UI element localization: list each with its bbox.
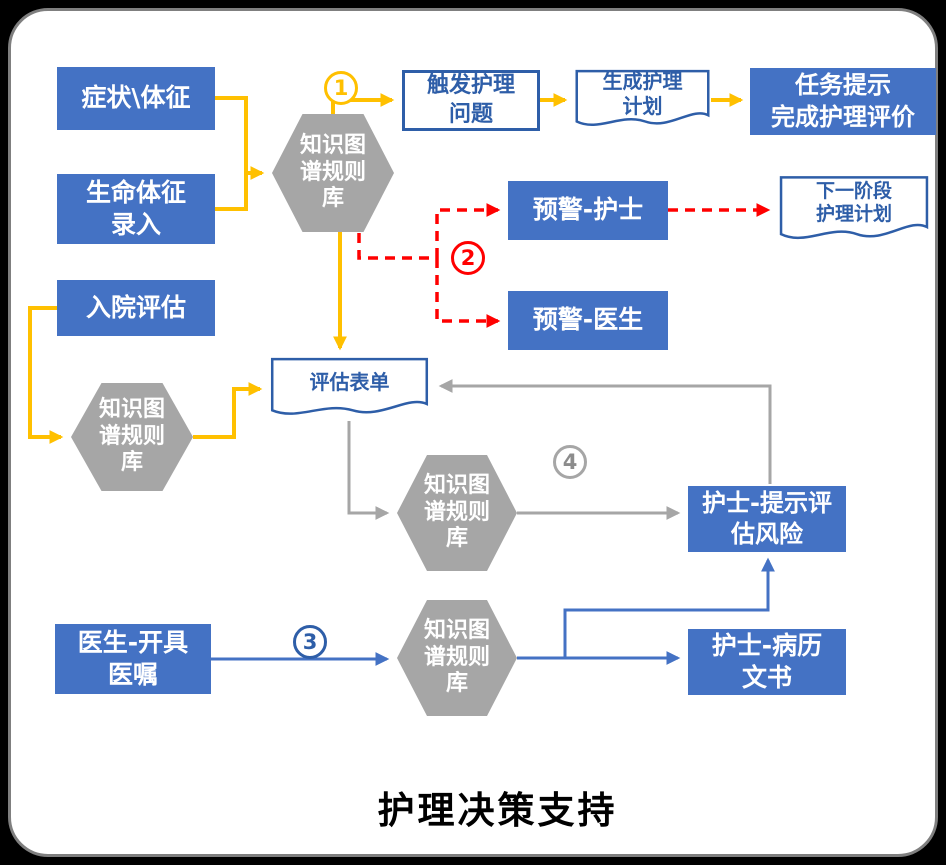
node-admission-assessment-label: 入院评估	[85, 292, 186, 322]
arrow-branch-to-nurse-risk	[563, 557, 775, 658]
doc-generate-plan-label: 生成护理 计划	[602, 69, 683, 119]
node-warn-nurse-label: 预警-护士	[532, 195, 644, 225]
node-symptoms: 症状\体征	[57, 67, 215, 130]
diagram-title: 护理决策支持	[230, 772, 765, 842]
step-badge-1: 1	[324, 71, 358, 105]
doc-next-stage-plan: 下一阶段 护理计划	[778, 175, 930, 246]
step-badge-2-number: 2	[460, 246, 476, 270]
node-warn-doctor-label: 预警-医生	[532, 305, 644, 335]
dashed-branch-to-warn-nurse	[435, 203, 501, 258]
arrow-kg-b-to-assess-form	[193, 382, 263, 439]
doc-assessment-form-label: 评估表单	[309, 370, 390, 395]
dashed-kg-a-to-branch	[357, 233, 437, 260]
node-trigger-problem: 触发护理 问题	[402, 70, 540, 131]
node-warn-doctor: 预警-医生	[508, 291, 668, 350]
hexagon-kg-b-label: 知识图 谱规则 库	[98, 397, 165, 476]
document-shape-icon	[269, 357, 430, 421]
node-doctor-order-label: 医生-开具 医嘱	[77, 627, 189, 690]
node-symptoms-label: 症状\体征	[81, 83, 191, 113]
doc-next-stage-plan-label: 下一阶段 护理计划	[815, 179, 892, 226]
diagram-title-text: 护理决策支持	[377, 789, 618, 832]
step-badge-4-number: 4	[562, 450, 578, 474]
arrow-nurse-risk-to-assess-form	[438, 379, 772, 484]
node-vitals-entry-label: 生命体征 录入	[85, 177, 186, 240]
node-nurse-record: 护士-病历 文书	[688, 629, 846, 695]
node-task-prompt: 任务提示 完成护理评价	[750, 68, 936, 135]
node-vitals-entry: 生命体征 录入	[57, 174, 215, 244]
step-badge-1-number: 1	[333, 76, 349, 100]
hexagon-kg-d-label: 知识图 谱规则 库	[423, 618, 490, 697]
step-badge-3-number: 3	[302, 630, 318, 654]
doc-generate-plan: 生成护理 计划	[574, 69, 711, 132]
step-badge-3: 3	[293, 625, 327, 659]
step-badge-4: 4	[553, 445, 587, 479]
document-shape-icon	[778, 175, 930, 246]
node-nurse-record-label: 护士-病历 文书	[711, 630, 823, 693]
doc-assessment-form: 评估表单	[269, 357, 430, 421]
node-nurse-risk-prompt-label: 护士-提示评 估风险	[702, 488, 832, 548]
node-task-prompt-label: 任务提示 完成护理评价	[771, 71, 915, 131]
arrow-symptoms-vitals-join	[215, 96, 248, 211]
step-badge-2: 2	[451, 241, 485, 275]
arrow-assess-form-to-kg-c	[347, 421, 390, 520]
hexagon-knowledge-graph-a: 知识图 谱规则 库	[272, 114, 394, 232]
node-trigger-problem-label: 触发护理 问题	[426, 72, 515, 127]
node-doctor-order: 医生-开具 医嘱	[55, 624, 211, 694]
dashed-branch-to-warn-doctor	[435, 258, 501, 328]
node-nurse-risk-prompt: 护士-提示评 估风险	[688, 486, 846, 552]
node-admission-assessment: 入院评估	[57, 280, 215, 336]
hexagon-kg-c-label: 知识图 谱规则 库	[423, 473, 490, 552]
arrow-admission-to-kg-b	[28, 306, 64, 444]
document-shape-icon	[574, 69, 711, 132]
node-warn-nurse: 预警-护士	[508, 181, 668, 240]
hexagon-kg-a-label: 知识图 谱规则 库	[299, 133, 366, 212]
